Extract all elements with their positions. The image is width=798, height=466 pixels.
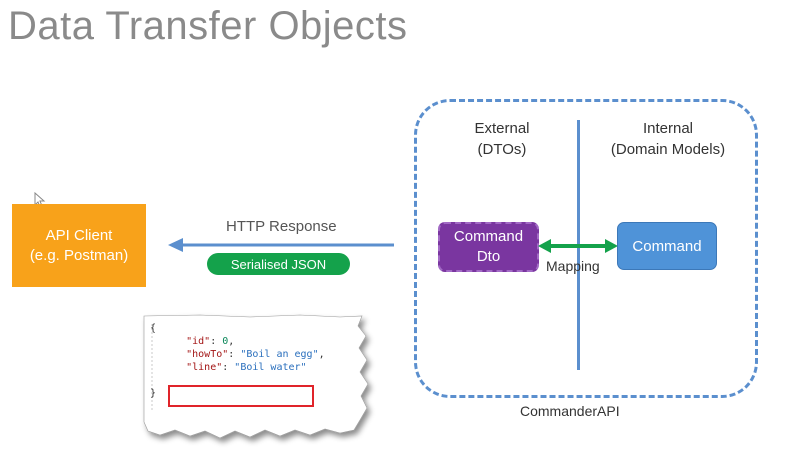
- json-line-line: "line": "Boil water": [186, 362, 307, 373]
- internal-header-subtitle: (Domain Models): [610, 141, 726, 158]
- external-header-subtitle: (DTOs): [477, 141, 527, 158]
- json-howto-value: "Boil an egg": [240, 349, 319, 360]
- commander-api-label: CommanderAPI: [520, 403, 620, 419]
- external-header: External (DTOs): [452, 118, 552, 160]
- json-line-value: "Boil water": [234, 362, 307, 373]
- commander-api-boundary: [414, 99, 758, 398]
- command-dto-label: Command: [453, 228, 524, 245]
- json-close-brace: }: [150, 388, 157, 399]
- json-snippet-card: [143, 314, 369, 439]
- api-client-label: API Client: [45, 226, 113, 244]
- json-line-key: "line": [186, 362, 223, 373]
- serialised-json-badge: Serialised JSON: [207, 253, 350, 275]
- page-title: Data Transfer Objects: [8, 4, 408, 48]
- mapping-label: Mapping: [546, 258, 600, 274]
- api-client-sublabel: (e.g. Postman): [29, 246, 129, 264]
- http-response-arrow: [168, 238, 394, 252]
- json-open-brace: {: [150, 323, 157, 334]
- json-line-howto: "howTo": "Boil an egg",: [186, 349, 325, 360]
- json-howto-key: "howTo": [186, 349, 229, 360]
- json-snippet-text: { "id": 0, "howTo": "Boil an egg", "line…: [150, 322, 325, 400]
- mapping-arrow: [538, 239, 618, 253]
- internal-header-title: Internal: [642, 120, 694, 137]
- command-label: Command: [632, 237, 702, 255]
- missing-field-highlight: [168, 385, 314, 407]
- command-dto-sublabel: Dto: [476, 248, 501, 265]
- json-id-key: "id": [186, 336, 211, 347]
- api-client-box: API Client (e.g. Postman): [12, 204, 146, 287]
- internal-header: Internal (Domain Models): [598, 118, 738, 160]
- external-header-title: External: [474, 120, 530, 137]
- command-box: Command: [617, 222, 717, 270]
- json-id-value: 0: [222, 336, 229, 347]
- http-response-label: HTTP Response: [226, 218, 337, 235]
- command-dto-box: Command Dto: [438, 222, 539, 272]
- json-line-id: "id": 0,: [186, 336, 235, 347]
